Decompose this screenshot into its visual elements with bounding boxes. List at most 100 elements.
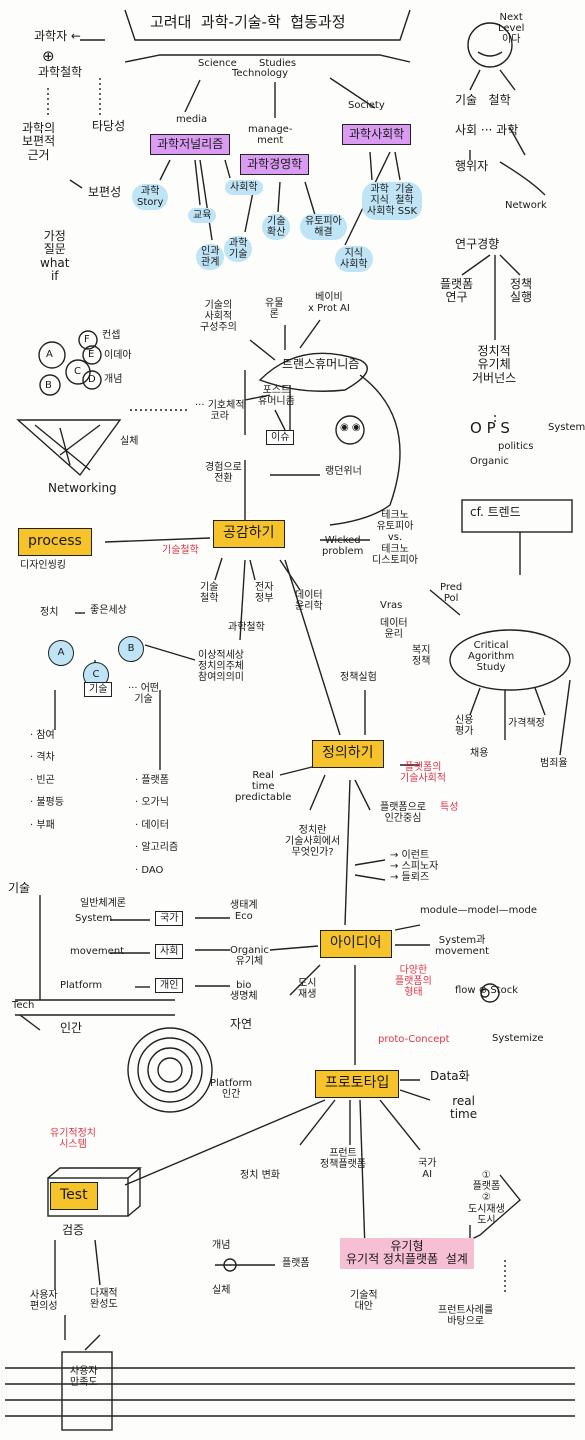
note-nature: 자연 bbox=[230, 1017, 253, 1031]
node-define: 정의하기 bbox=[312, 740, 384, 768]
note-scientist: 과학자 ← bbox=[34, 29, 81, 43]
note-experience-shift: 경험으로 전환 bbox=[205, 462, 242, 485]
node-sociology: 사회학 bbox=[225, 180, 263, 196]
note-concept-b: 개념 bbox=[104, 374, 123, 385]
note-movement: movement bbox=[70, 946, 125, 957]
note-langdon-winner: 랭던위너 bbox=[325, 466, 362, 477]
note-hiring: 채용 bbox=[470, 748, 489, 759]
note-welfare-policy: 복지 정책 bbox=[412, 645, 431, 668]
circle-e: E bbox=[88, 349, 95, 360]
title-technology: Technology bbox=[232, 68, 289, 79]
note-traits: 특성 bbox=[440, 802, 459, 813]
note-general-system: 일반체계론 bbox=[80, 898, 126, 909]
note-policy-implementation: 정책 실행 bbox=[510, 277, 533, 305]
plus-icon: ⊕ bbox=[42, 47, 55, 65]
note-tech-label: Tech bbox=[12, 1000, 35, 1011]
note-platform-research: 플랫폼 연구 bbox=[440, 277, 474, 305]
note-ops-organic: Organic bbox=[470, 456, 509, 467]
note-organic: Organic 유기체 bbox=[230, 945, 269, 968]
note-tech-vertical: 기술 bbox=[8, 881, 31, 895]
note-better-world: 좋은세상 bbox=[90, 605, 127, 616]
icon-face: ◉ ◉ bbox=[340, 422, 361, 433]
node-issue: 이슈 bbox=[266, 430, 295, 446]
note-validity: 타당성 bbox=[92, 119, 126, 133]
note-platform-list: ① 플랫폼 ② 도시재생 도시 bbox=[468, 1170, 505, 1226]
note-vras: Vras bbox=[380, 600, 403, 611]
note-nation-ai: 국가 AI bbox=[418, 1158, 437, 1181]
note-hypothesis: 가정 질문 what if bbox=[40, 229, 70, 284]
note-political-governance: 정치적 유기체 거버넌스 bbox=[472, 344, 517, 385]
node-technology-box: 기술 bbox=[84, 682, 113, 698]
note-based-on-frontier: 프런트사례를 바탕으로 bbox=[438, 1305, 494, 1328]
note-regeneration: 도시 재생 bbox=[298, 978, 317, 1001]
note-what-technology: ··· 어떤 기술 bbox=[128, 683, 160, 706]
label-media: media bbox=[176, 114, 208, 125]
note-concept-c: 개념 bbox=[212, 1240, 231, 1251]
circle-politics-a: A bbox=[48, 640, 74, 666]
note-politics: 정치 bbox=[40, 607, 59, 618]
node-test: Test bbox=[50, 1182, 98, 1210]
note-usability: 사용자 편의성 bbox=[30, 1290, 58, 1313]
note-networking: Networking bbox=[48, 481, 117, 495]
node-process: process bbox=[18, 528, 92, 556]
note-diverse-platform: 다양한 플랫폼의 형태 bbox=[395, 965, 432, 999]
note-tech-philosophy-b: 기술 철학 bbox=[200, 582, 219, 605]
note-ops: O P S bbox=[470, 419, 510, 437]
note-ecosystem: 생태계 Eco bbox=[230, 900, 258, 923]
note-tech-philosophy: 기술 철학 bbox=[455, 93, 511, 107]
node-science-technology: 과학 기술 bbox=[224, 236, 253, 263]
note-next-level: Next Level 이다 bbox=[498, 12, 525, 46]
note-tech-alternative: 기술적 대안 bbox=[350, 1290, 378, 1313]
title-korea-univ: 고려대 과학-기술-학 협동과정 bbox=[150, 13, 346, 31]
note-system: System bbox=[75, 913, 113, 924]
node-sociology-of-knowledge: 과학 기술 지식 철학 사회학 SSK bbox=[362, 182, 423, 220]
circle-politics-b: B bbox=[118, 636, 144, 662]
note-systemize: Systemize bbox=[492, 1033, 544, 1044]
label-management: manage- ment bbox=[248, 124, 293, 147]
note-proto-concept: proto-Concept bbox=[378, 1034, 450, 1045]
note-electronic-gov: 전자 정부 bbox=[255, 582, 274, 605]
node-ideate: 아이디어 bbox=[320, 930, 392, 958]
list-stakeholders: → 이런트 → 스피노자 → 들뢰즈 bbox=[390, 850, 439, 884]
note-universality: 보편성 bbox=[88, 185, 122, 199]
note-data-ownership: 데이터 윤리 bbox=[380, 618, 408, 641]
circle-d: D bbox=[88, 374, 96, 385]
note-politics-in-tech: 정치란 기술사회에서 무엇인가? bbox=[285, 825, 341, 859]
node-empathize: 공감하기 bbox=[213, 520, 285, 548]
note-wicked-problem: Wicked problem bbox=[322, 535, 364, 558]
note-credit-rating: 신용 평가 bbox=[455, 715, 474, 738]
list-tech-components: · 플랫폼 · 오가닉 · 데이터 · 알고리즘 · DAO bbox=[135, 775, 179, 876]
note-tech-society: 기술철학 bbox=[162, 545, 199, 556]
node-tech-diffusion: 기술 확산 bbox=[262, 214, 291, 241]
circle-c: C bbox=[74, 366, 81, 377]
note-scientist-right: 행위자 bbox=[455, 159, 489, 173]
note-philosophy-of-science: 과학철학 bbox=[38, 65, 83, 79]
node-trend: cf. 트렌드 bbox=[470, 505, 521, 519]
note-user-satisfaction: 사용자 만족도 bbox=[70, 1366, 98, 1389]
node-nation: 국가 bbox=[155, 911, 184, 927]
node-science-journalism: 과학저널리즘 bbox=[150, 134, 231, 156]
note-platform-human: Platform 인간 bbox=[210, 1078, 253, 1101]
note-design-thinking: 디자인씽킹 bbox=[20, 560, 66, 571]
circle-a: A bbox=[46, 349, 53, 360]
note-data: Data화 bbox=[430, 1069, 470, 1083]
node-science-story: 과학 Story bbox=[132, 184, 169, 211]
note-real-time: real time bbox=[450, 1094, 478, 1122]
note-completeness: 다재적 완성도 bbox=[90, 1288, 118, 1311]
circle-b: B bbox=[45, 380, 52, 391]
note-flow-stock: flow ⊕ Stock bbox=[455, 985, 519, 996]
note-materialism: 유물 론 bbox=[265, 298, 284, 321]
note-module-model: module—model—mode bbox=[420, 905, 537, 916]
note-ops-system: System bbox=[548, 422, 585, 433]
note-chora: ··· 기호체적 코라 bbox=[195, 400, 245, 423]
node-utopia-solution: 유토피아 해결 bbox=[300, 214, 347, 241]
note-techno-utopia: 테크노 유토피아 vs. 테크노 디스토피아 bbox=[372, 510, 418, 566]
note-posthumanism: 포스트 휴머니즘 bbox=[258, 385, 295, 408]
note-society-science: 사회 ··· 과학 bbox=[455, 123, 519, 137]
note-policy-experiment: 정책실험 bbox=[340, 672, 377, 683]
note-platform-b: 플랫폼 bbox=[282, 1258, 310, 1269]
note-protagoras: 베이비 x Prot AI bbox=[308, 292, 350, 315]
label-society: Society bbox=[348, 100, 385, 111]
node-society: 사회 bbox=[155, 944, 184, 960]
